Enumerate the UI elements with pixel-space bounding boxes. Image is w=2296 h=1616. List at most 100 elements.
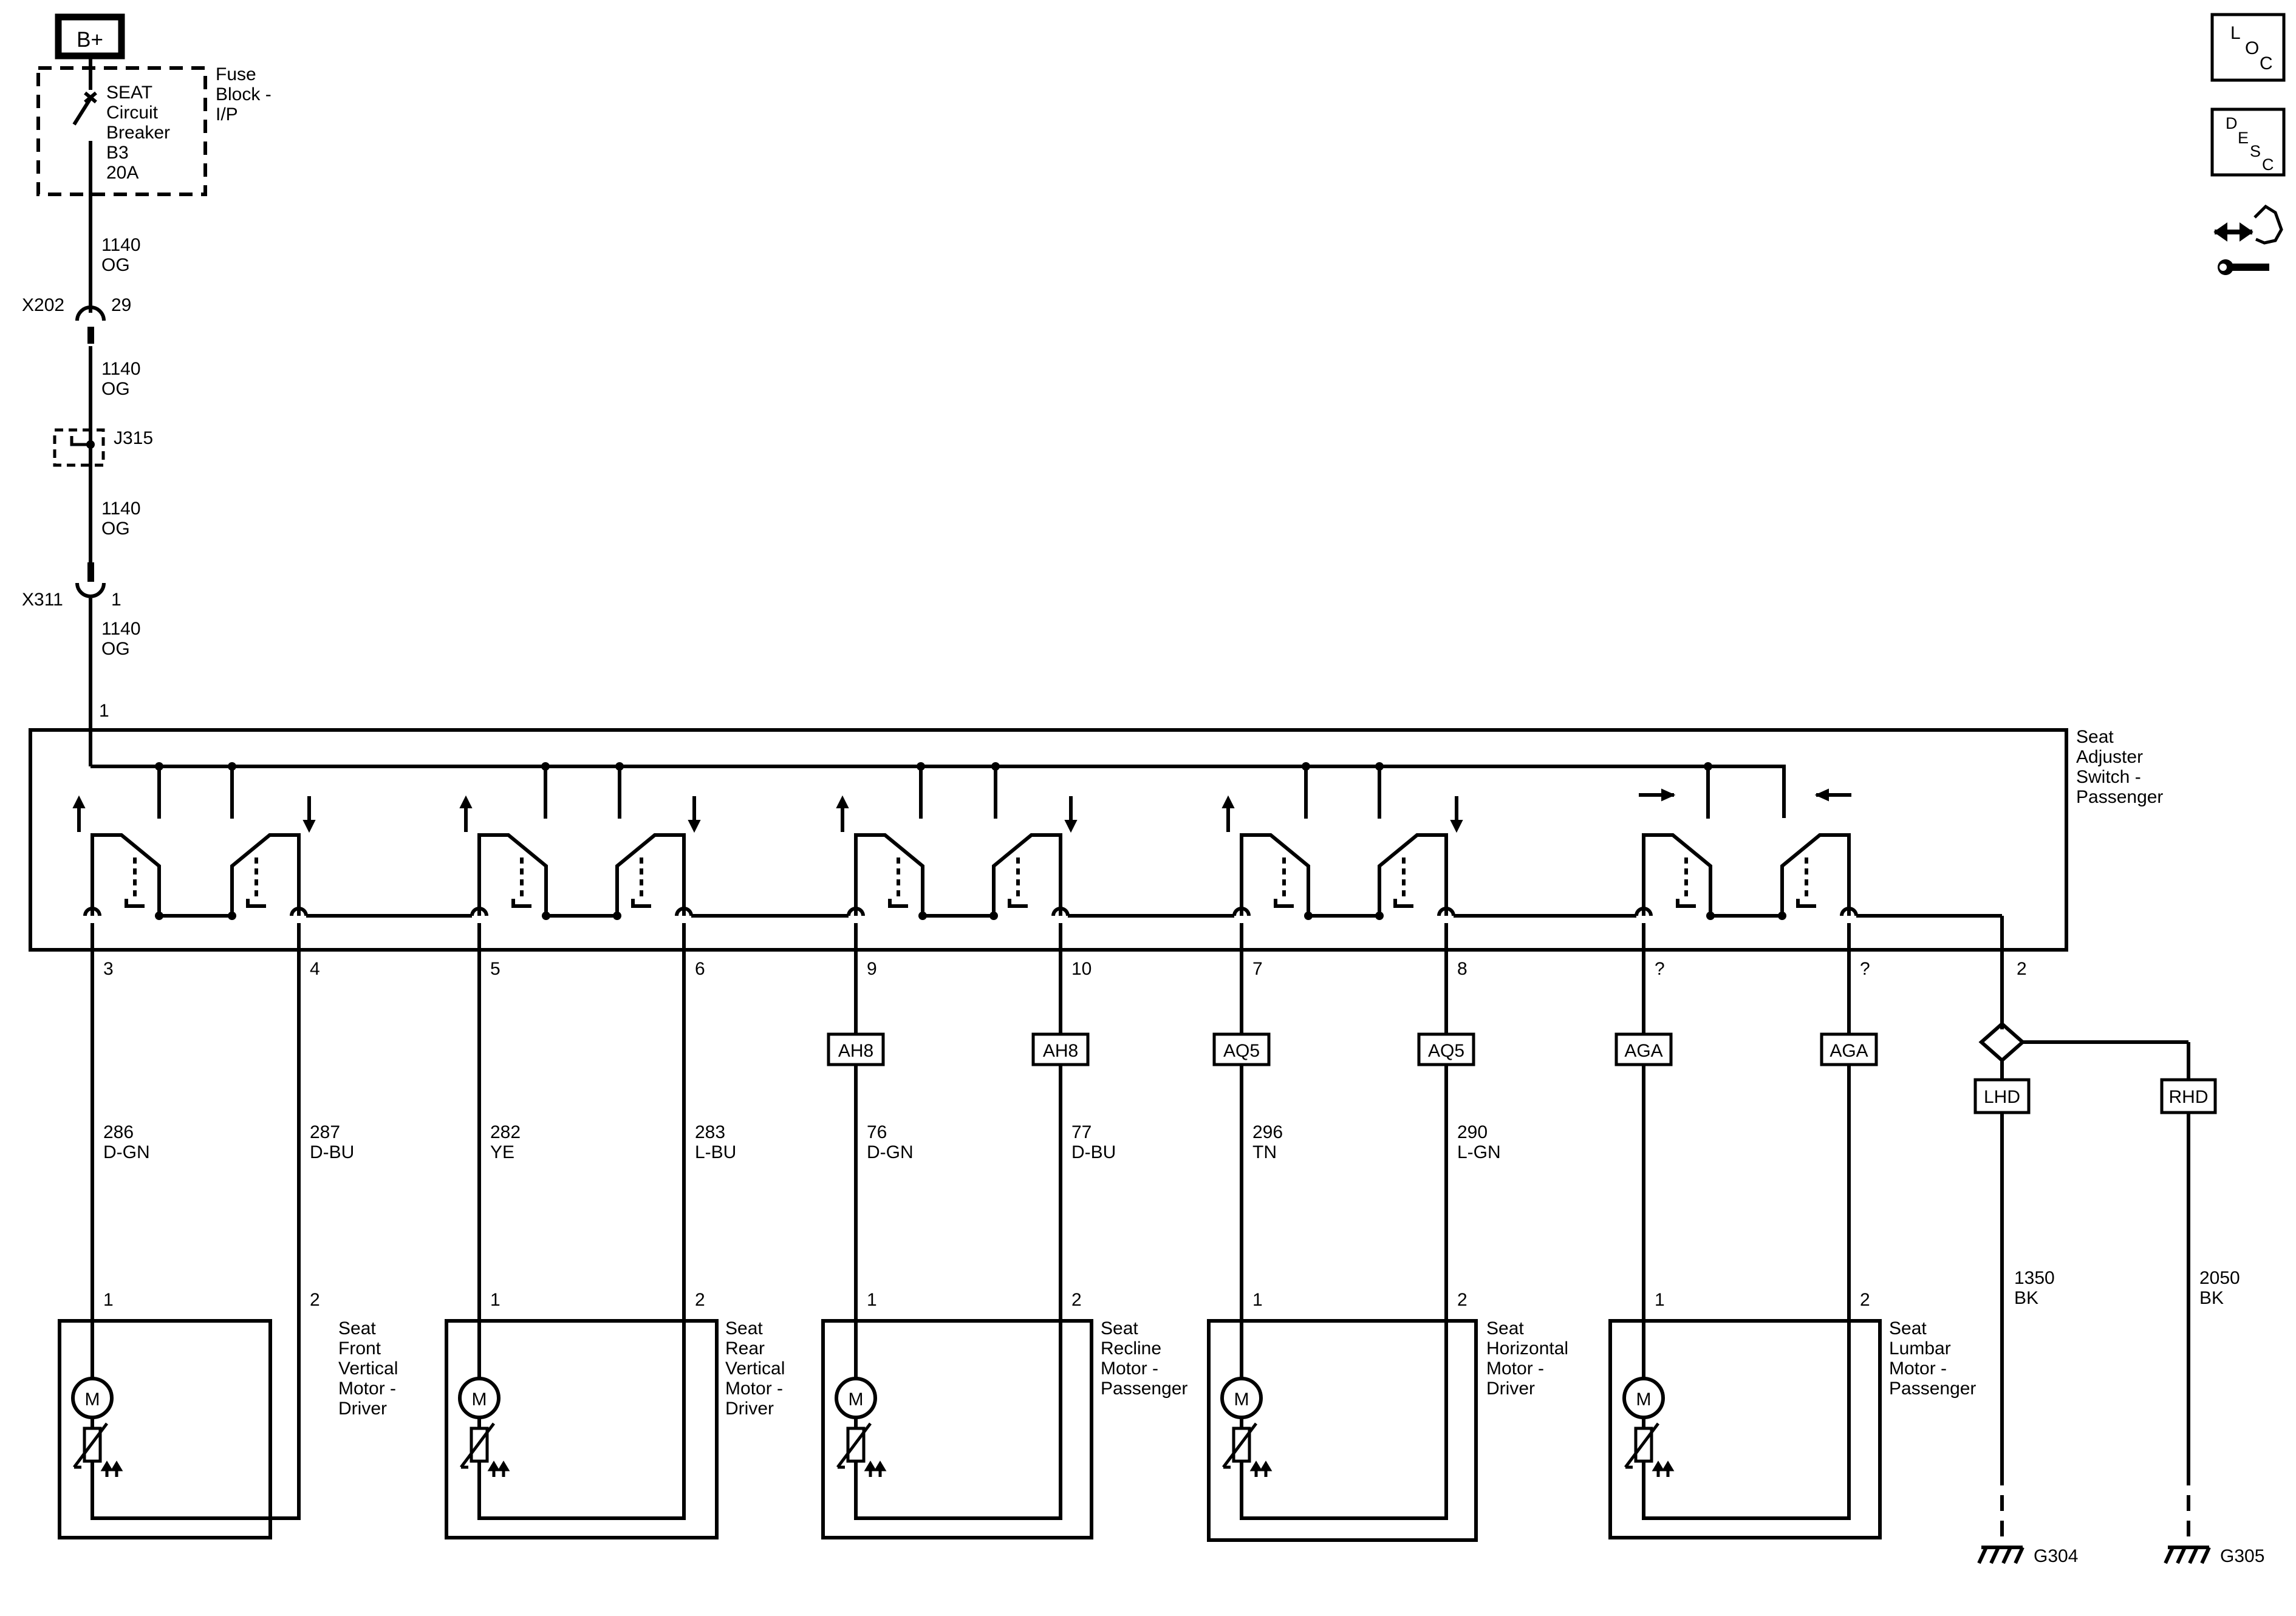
motor-label-line: Motor - — [1101, 1359, 1158, 1379]
wire-number: 283 — [695, 1122, 725, 1142]
wire-color: YE — [490, 1142, 514, 1162]
motor-label-line: Seat — [338, 1318, 376, 1338]
wire-color: BK — [2199, 1288, 2224, 1308]
icon-letter: E — [2238, 129, 2249, 147]
switch-pin: ? — [1860, 959, 1870, 979]
wire-number: 76 — [867, 1122, 887, 1142]
motor-symbol: M — [1636, 1389, 1652, 1410]
motor-symbol: M — [849, 1389, 864, 1410]
motor-component: M — [58, 1319, 301, 1539]
wire-number: 282 — [490, 1122, 521, 1142]
ground-name: G304 — [2034, 1546, 2078, 1566]
desc-icon[interactable]: D E S C — [2210, 107, 2286, 177]
icon-letter: D — [2226, 114, 2238, 132]
motor-icon — [71, 1377, 114, 1419]
switch-label-line: Switch - — [2076, 767, 2141, 787]
motor-label-line: Vertical — [725, 1359, 785, 1379]
breaker-label-line: B3 — [106, 143, 129, 163]
fuse-block: SEAT Circuit Breaker B3 20A Fuse Block -… — [36, 64, 276, 196]
motor-label-line: Seat — [1101, 1318, 1138, 1338]
wire-color: OG — [101, 519, 130, 539]
motor-label-line: Front — [338, 1338, 381, 1359]
switch-input-pin: 1 — [99, 701, 109, 721]
icon-letter: L — [2230, 23, 2241, 43]
switch-contact — [992, 833, 1062, 916]
motor-label-line: Driver — [1486, 1379, 1535, 1399]
motor-symbol: M — [472, 1389, 487, 1410]
svg-text:SEAT Circuit Breaker: SEAT Circuit Breaker B3 20A — [106, 83, 175, 183]
switch-contact — [1780, 833, 1851, 916]
motor-label-line: Driver — [338, 1399, 387, 1419]
motor-pin: 2 — [695, 1290, 705, 1310]
switch-pin: ? — [1655, 959, 1665, 979]
breaker-label-line: Breaker — [106, 123, 170, 143]
switch-contacts — [72, 762, 2002, 920]
motor-symbol: M — [85, 1389, 100, 1410]
motor-symbol: M — [1234, 1389, 1249, 1410]
switch-common-bus — [91, 765, 1786, 818]
power-label: B+ — [77, 28, 103, 52]
service-tools-icon[interactable] — [2213, 204, 2283, 275]
icon-letter: C — [2262, 155, 2274, 174]
option-label: AQ5 — [1428, 1041, 1464, 1061]
motor-icon — [458, 1377, 501, 1419]
motor-label-line: Rear — [725, 1338, 765, 1359]
switch-pin: 9 — [867, 959, 877, 979]
switch-label-line: Seat — [2076, 727, 2114, 747]
switch-contact — [477, 833, 548, 916]
position-sensor-icon — [836, 1422, 887, 1477]
option-label: AH8 — [1043, 1041, 1078, 1061]
motor-component: M — [1608, 1319, 1882, 1539]
motor-label-line: Motor - — [1486, 1359, 1544, 1379]
seat-adjuster-switch: Seat Adjuster Switch - Passenger 2 — [29, 727, 2163, 979]
ground-symbol-icon — [2164, 1546, 2211, 1564]
motor-label-line: Vertical — [338, 1359, 398, 1379]
switch-pin: 4 — [310, 959, 320, 979]
wire-number: 77 — [1071, 1122, 1092, 1142]
breaker-label-line: Circuit — [106, 103, 159, 123]
switch-pin: 6 — [695, 959, 705, 979]
connector-pin: 1 — [111, 590, 121, 610]
switch-contact — [615, 833, 686, 916]
breaker-label-line: 20A — [106, 163, 138, 183]
option-label: AGA — [1830, 1041, 1868, 1061]
svg-text:Seat Adjuster Switch -: Seat Adjuster Switch - Passenger — [2076, 727, 2163, 807]
motor-pin: 1 — [867, 1290, 877, 1310]
switch-contact — [1240, 833, 1310, 916]
wire-color: BK — [2014, 1288, 2038, 1308]
wire-number: 287 — [310, 1122, 340, 1142]
wire-number: 296 — [1252, 1122, 1283, 1142]
motor-icon — [835, 1377, 877, 1419]
position-sensor-icon — [460, 1422, 510, 1477]
wire-color: L-BU — [695, 1142, 736, 1162]
motor-label-line: Seat — [1486, 1318, 1524, 1338]
wire-number: 1140 — [101, 499, 141, 519]
loc-icon[interactable]: L O C — [2210, 13, 2286, 82]
switch-ground-pin: 2 — [2017, 959, 2027, 979]
switch-contact — [230, 833, 301, 916]
svg-text:Fuse Block - I/P: Fuse Block - I/P — [216, 64, 276, 124]
switch-contact — [854, 833, 924, 916]
motor-pin: 2 — [1860, 1290, 1870, 1310]
motor-label-line: Driver — [725, 1399, 774, 1419]
wire-color: OG — [101, 639, 130, 659]
motor-pin: 1 — [103, 1290, 114, 1310]
motor-label-line: Motor - — [1889, 1359, 1947, 1379]
motor-label-line: Passenger — [1101, 1379, 1187, 1399]
position-sensor-icon — [73, 1422, 123, 1477]
motor-component: M — [445, 1319, 719, 1539]
